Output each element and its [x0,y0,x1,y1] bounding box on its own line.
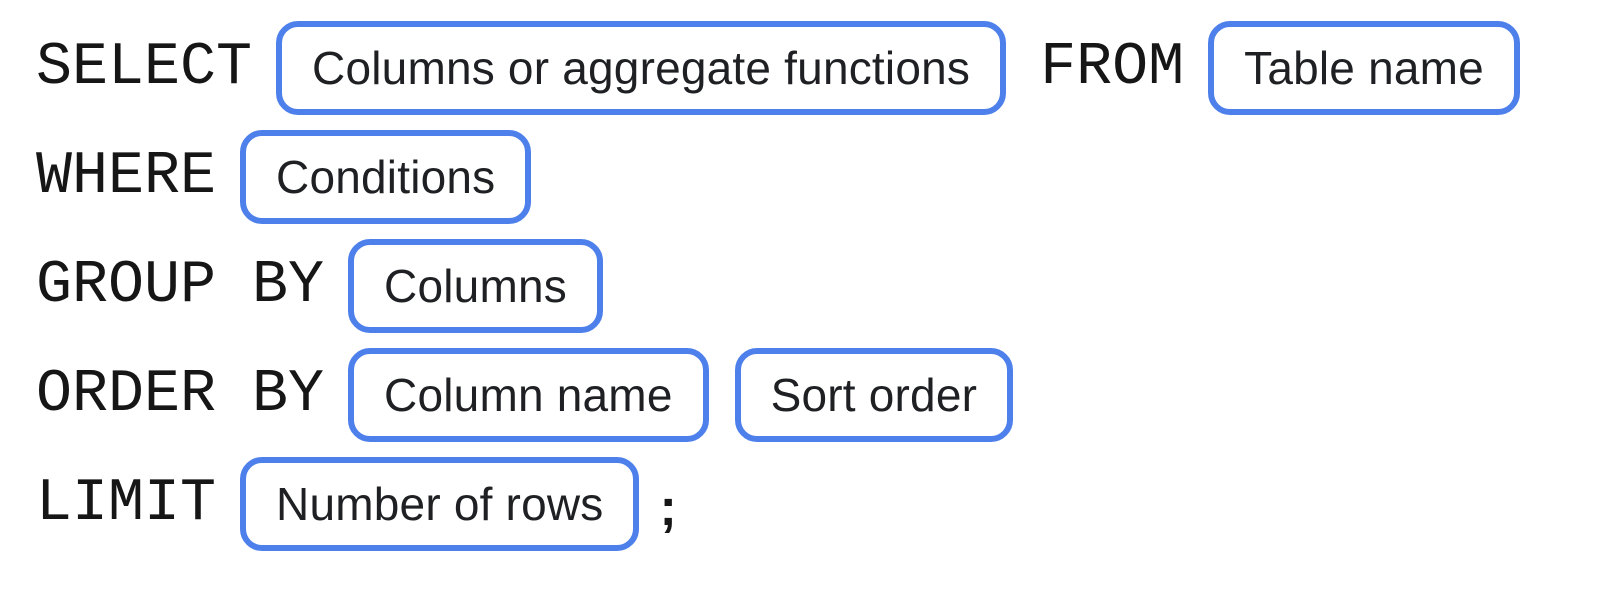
pill-sort-order: Sort order [734,347,1014,442]
pill-column-name: Column name [348,347,709,442]
row-where: WHERE Conditions [36,129,1600,224]
pill-columns-or-aggregate-functions: Columns or aggregate functions [276,20,1007,115]
keyword-select: SELECT [36,33,253,102]
keyword-order-by: ORDER BY [36,360,325,429]
sql-syntax-diagram: SELECT Columns or aggregate functions FR… [36,20,1600,551]
row-select-from: SELECT Columns or aggregate functions FR… [36,20,1600,115]
pill-number-of-rows: Number of rows [240,456,640,551]
keyword-where: WHERE [36,142,217,211]
pill-conditions: Conditions [240,129,532,224]
keyword-from: FROM [1040,33,1185,102]
semicolon-punctuation: ; [659,478,677,537]
row-group-by: GROUP BY Columns [36,238,1600,333]
pill-table-name: Table name [1208,20,1520,115]
pill-columns: Columns [348,238,603,333]
row-order-by: ORDER BY Column name Sort order [36,347,1600,442]
row-limit: LIMIT Number of rows ; [36,456,1600,551]
keyword-limit: LIMIT [36,469,217,538]
keyword-group-by: GROUP BY [36,251,325,320]
